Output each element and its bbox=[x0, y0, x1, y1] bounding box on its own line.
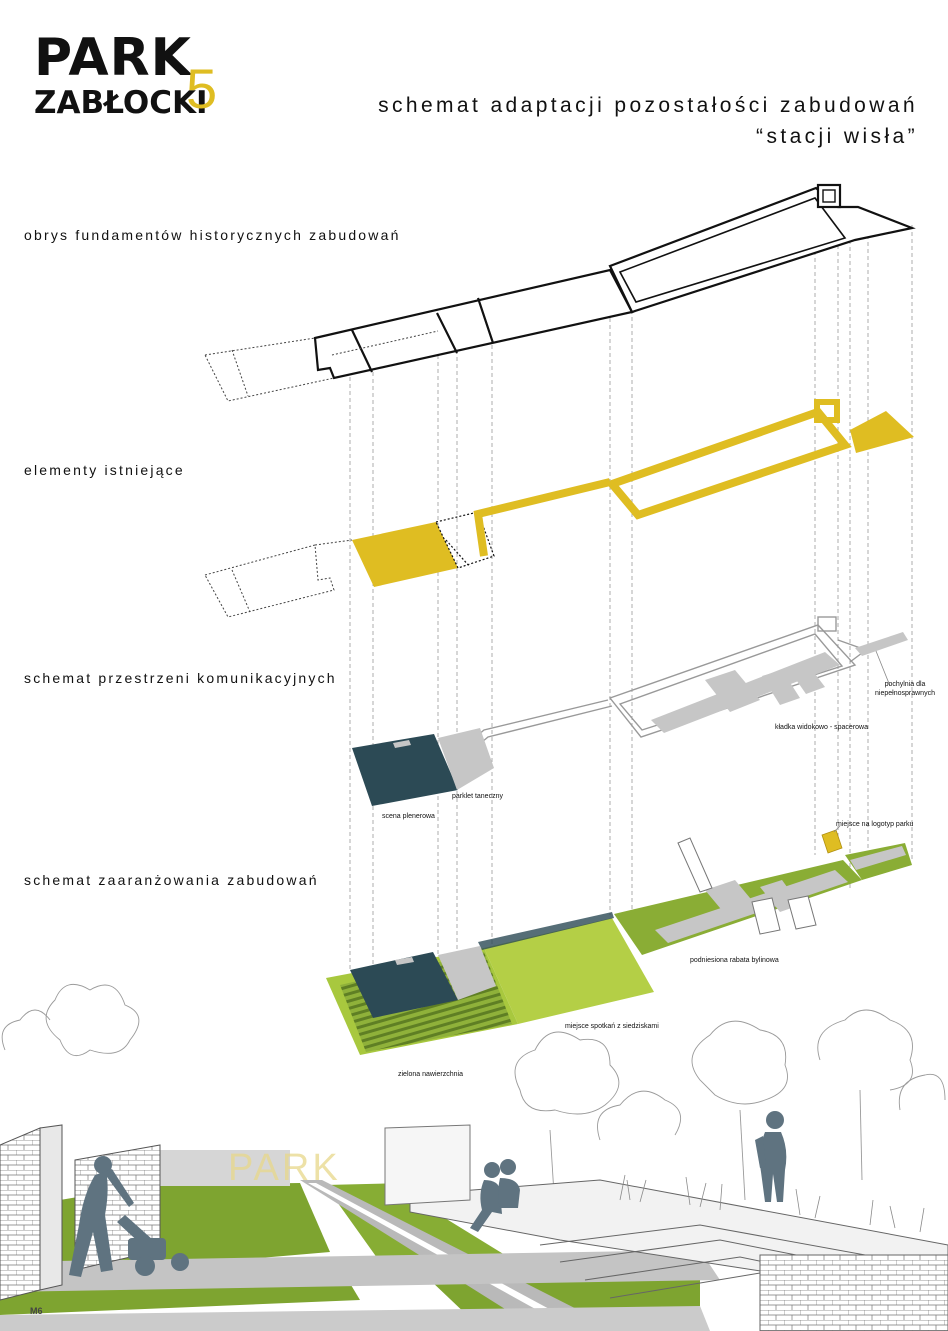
existing-wall-outline bbox=[473, 407, 852, 557]
walkway-branch-b bbox=[762, 670, 800, 705]
existing-chimney bbox=[814, 399, 840, 423]
foundation-dotted-west bbox=[204, 337, 335, 402]
planter-back bbox=[384, 1124, 471, 1206]
annotation-stage: scena plenerowa bbox=[382, 813, 435, 820]
annotation-flower-bed: podniesiona rabata bylinowa bbox=[690, 957, 779, 964]
back-building bbox=[150, 1150, 290, 1186]
dance-floor-arranged bbox=[438, 946, 496, 1000]
walkway-branch-c bbox=[788, 662, 825, 694]
person-sitting bbox=[470, 1159, 520, 1232]
annotation-ramp-line1: pochylnia dla bbox=[885, 681, 926, 688]
stage-block bbox=[352, 734, 458, 806]
alignment-guides bbox=[349, 195, 913, 990]
existing-dotted-mid bbox=[435, 511, 495, 569]
foundation-solid-main bbox=[313, 268, 634, 380]
section-label-arrangement: schemat zaaranżowania zabudowań bbox=[24, 872, 319, 888]
page-number: M6 bbox=[30, 1306, 43, 1316]
park-logo: PARK ZABŁOCKI 5 bbox=[34, 28, 217, 121]
meeting-wall-shadow bbox=[478, 912, 614, 950]
stage-top-arranged bbox=[395, 957, 414, 965]
layer-foundations bbox=[204, 183, 916, 402]
brick-wall-left bbox=[0, 1127, 41, 1301]
section-label-foundations: obrys fundamentów historycznych zabudowa… bbox=[24, 227, 401, 243]
logo-place-marker bbox=[821, 829, 843, 854]
pier-north bbox=[677, 837, 713, 893]
meeting-place-lawn bbox=[484, 918, 654, 1024]
arrangement-walkway-b1 bbox=[705, 880, 760, 920]
logo-line-park: PARK bbox=[34, 28, 193, 88]
stone-wall-right bbox=[759, 1254, 948, 1331]
section-label-communication: schemat przestrzeni komunikacyjnych bbox=[24, 670, 337, 686]
section-label-existing: elementy istniejące bbox=[24, 462, 185, 478]
dance-floor bbox=[438, 728, 494, 790]
person-with-mower bbox=[69, 1156, 189, 1277]
path-bottom bbox=[0, 1306, 710, 1331]
pier-south-a bbox=[751, 897, 781, 935]
existing-dotted-west bbox=[204, 539, 353, 618]
existing-east-platform bbox=[850, 411, 914, 453]
walkway-east-ramp bbox=[855, 632, 908, 656]
perspective-scene: PARK bbox=[0, 983, 948, 1331]
page-title-line2: “stacji wisła” bbox=[756, 125, 918, 148]
walkway-branch-a bbox=[705, 670, 760, 712]
leader-ramp bbox=[875, 650, 891, 687]
logo-number: 5 bbox=[186, 57, 217, 120]
pier-south-b bbox=[787, 895, 817, 930]
arrangement-east-path bbox=[850, 846, 906, 870]
leader-logo-place bbox=[833, 825, 841, 833]
layer-arrangement bbox=[326, 825, 912, 1055]
annotation-logo-place: miejsce na logotyp parku bbox=[836, 821, 914, 828]
sketch-plants bbox=[619, 1174, 925, 1233]
park-sign-text: PARK bbox=[228, 1147, 341, 1189]
person-standing bbox=[755, 1111, 787, 1202]
brick-pillar-left bbox=[39, 1124, 63, 1291]
annotation-green-surface: zielona nawierzchnia bbox=[398, 1071, 463, 1078]
annotation-walkway: kładka widokowo - spacerowa bbox=[775, 724, 868, 731]
annotation-dance-floor: parklet taneczny bbox=[452, 793, 503, 800]
sketch-trees bbox=[1, 983, 946, 1211]
annotation-meeting-place: miejsce spotkań z siedziskami bbox=[565, 1023, 659, 1030]
lawn-center bbox=[325, 1183, 505, 1262]
layer-communication bbox=[352, 616, 908, 806]
stage-block-arranged bbox=[350, 952, 458, 1018]
foundation-east-hall bbox=[608, 183, 916, 314]
annotation-ramp-line2: niepełnosprawnych bbox=[875, 690, 935, 697]
page-title-line1: schemat adaptacji pozostałości zabudowań bbox=[378, 94, 918, 117]
existing-stage-slab bbox=[352, 522, 458, 587]
stage-top-element bbox=[393, 740, 411, 748]
layer-existing bbox=[204, 399, 914, 618]
logo-line-zablocki: ZABŁOCKI bbox=[34, 85, 208, 121]
communication-outline bbox=[477, 616, 867, 743]
